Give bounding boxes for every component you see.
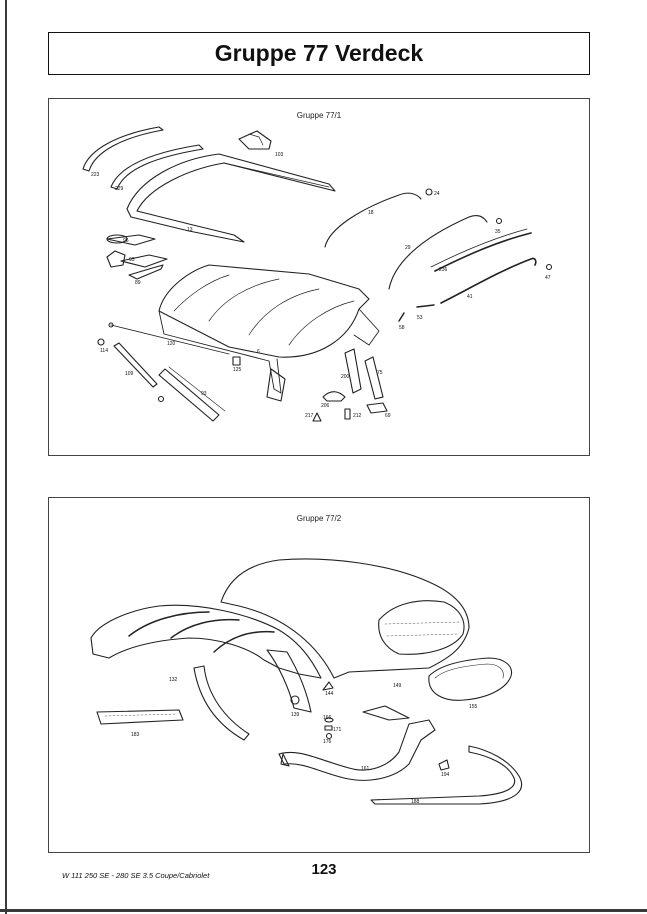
part-number-label: 35 [495,229,501,235]
part-number-label: 96 [123,238,129,244]
part-number-label: 120 [167,341,176,347]
part-number-label: 24 [434,191,440,197]
part-number-label: 229 [115,186,124,192]
exploded-view-soft-top-frame: 223 229 103 13 24 18 35 29 236 47 41 96 93 89 114 120 12… [82,126,553,422]
part-number-label: 139 [291,712,300,718]
part-number-label: 149 [393,683,402,689]
part-number-label: 166 [323,715,332,721]
part-number-label: 212 [353,413,362,419]
page-number: 123 [311,861,337,878]
part-number-label: 89 [135,280,141,286]
part-number-label: 18 [368,210,374,216]
diagram-panel-77-1: Gruppe 77/1 [48,98,590,456]
page-bottom-border [0,909,647,912]
part-number-label: 109 [125,371,134,377]
part-number-label: 161 [361,766,370,772]
part-number-label: 41 [467,294,473,300]
part-number-label: 93 [201,391,207,397]
part-number-label: 183 [131,732,140,738]
part-number-label: 29 [405,245,411,251]
footer-model-reference: W 111 250 SE - 280 SE 3.5 Coupe/Cabriole… [62,871,210,880]
part-number-label: 6 [257,349,260,355]
part-number-label: 69 [385,413,391,419]
part-number-label: 93 [129,257,135,263]
part-number-label: 103 [275,152,284,158]
part-number-label: 200 [341,374,350,380]
panel-title: Gruppe 77/1 [296,111,342,120]
part-number-label: 75 [377,370,383,376]
part-number-label: 132 [169,677,178,683]
part-number-label: 13 [187,227,193,233]
page-title: Gruppe 77 Verdeck [48,32,590,75]
part-number-label: 188 [411,799,420,805]
part-number-label: 155 [469,704,478,710]
part-number-label: 171 [333,727,342,733]
part-number-label: 194 [441,772,450,778]
part-number-label: 47 [545,275,551,281]
part-number-label: 206 [321,403,330,409]
diagram-panel-77-2: Gruppe 77/2 [48,497,590,853]
part-number-label: 144 [325,691,334,697]
part-number-label: 58 [399,325,405,331]
part-number-label: 223 [91,172,100,178]
part-number-label: 125 [233,367,242,373]
panel-title: Gruppe 77/2 [296,514,342,523]
page-left-border [5,0,7,914]
part-number-label: 176 [323,739,332,745]
part-number-label: 114 [100,348,108,354]
part-number-label: 53 [417,315,423,321]
part-number-label: 236 [439,267,448,273]
part-number-label: 217 [305,413,314,419]
